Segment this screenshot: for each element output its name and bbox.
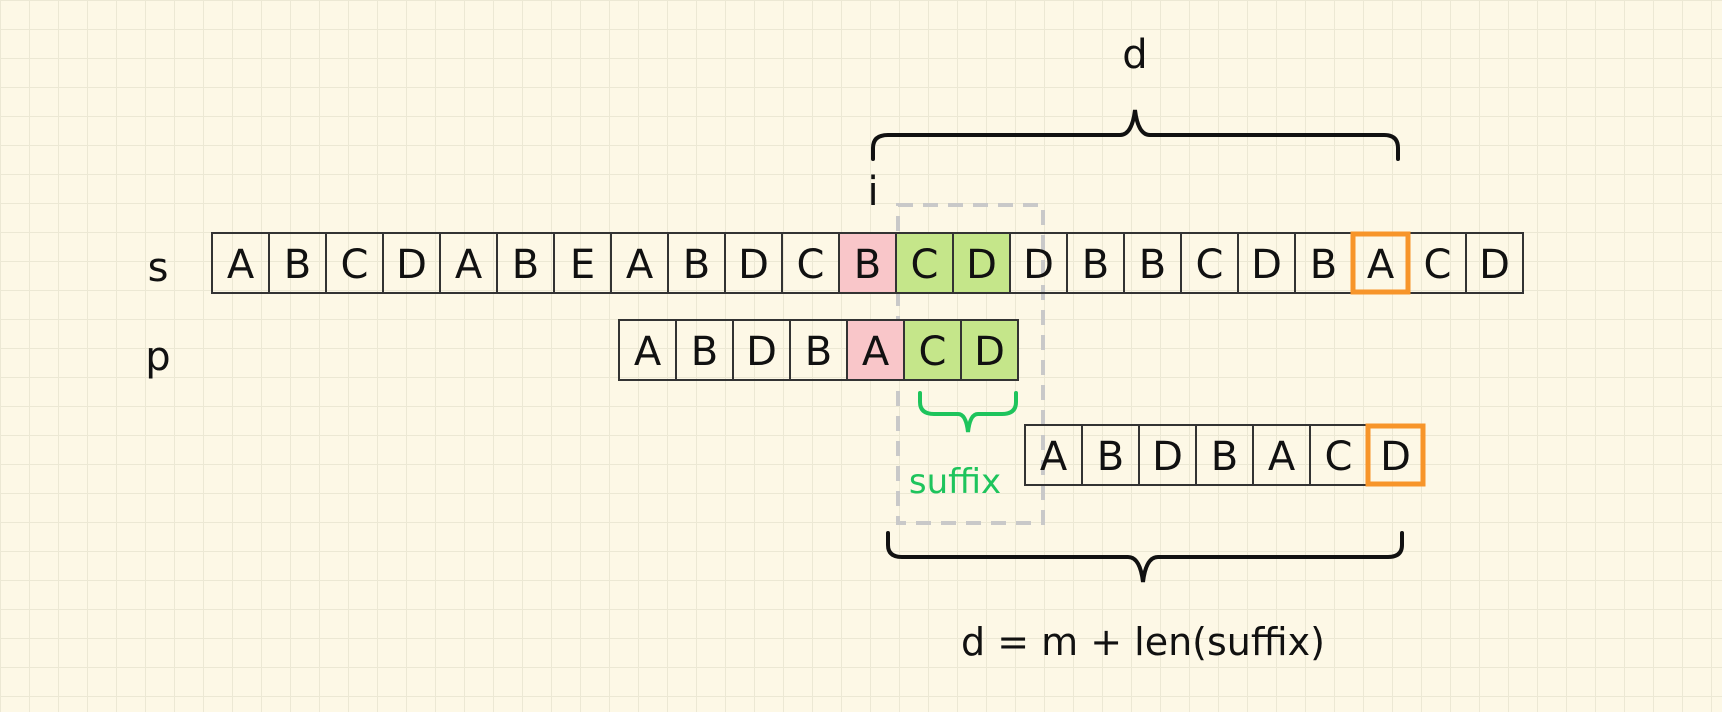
s-cell-box [952,232,1011,294]
s-cell: B [854,242,881,288]
shifted-p-cell: B [1211,434,1238,480]
s-cell: D [1251,242,1282,288]
shifted-p-cell: D [1152,434,1183,480]
p-cell-box [903,319,962,381]
s-cell: C [1424,242,1452,288]
s-cell: C [341,242,369,288]
p-cell: D [746,329,777,375]
p-cell: A [862,329,890,375]
s-cell: A [1367,242,1395,288]
shifted-p-cell: C [1325,434,1353,480]
p-cell: D [974,329,1005,375]
bottom-brace [886,531,1404,583]
s-cell: B [1082,242,1109,288]
s-cell: A [455,242,483,288]
s-cell-highlight [1350,231,1411,295]
s-cell: E [570,242,595,288]
distance-d-label-top: d [1122,32,1147,78]
top-brace [871,109,1400,161]
s-cell: D [1479,242,1510,288]
s-cell: D [738,242,769,288]
s-cell: B [284,242,311,288]
s-cell: B [683,242,710,288]
s-cell: A [626,242,654,288]
p-row-label: p [145,334,170,380]
shifted-p-cell: A [1268,434,1296,480]
index-i-label: i [867,169,878,215]
p-cell: B [805,329,832,375]
s-cell-box [1465,232,1524,294]
s-cell: A [227,242,255,288]
suffix-brace [918,391,1018,433]
s-cell: C [1196,242,1224,288]
p-cell: C [919,329,947,375]
p-cell-box [960,319,1019,381]
shifted-p-cell: A [1040,434,1068,480]
s-cell: B [512,242,539,288]
s-cell: C [911,242,939,288]
s-row-label: s [148,245,169,291]
shifted-p-cell: B [1097,434,1124,480]
s-cell: D [396,242,427,288]
shift-formula: d = m + len(suffix) [961,620,1325,664]
shifted-p-cell-highlight [1365,423,1426,487]
s-cell-box [838,232,897,294]
s-cell: D [1023,242,1054,288]
s-cell: C [797,242,825,288]
s-cell: B [1310,242,1337,288]
p-cell: B [691,329,718,375]
suffix-dashed-box [896,203,1045,525]
shifted-p-cell: D [1380,434,1411,480]
p-cell: A [634,329,662,375]
suffix-label: suffix [909,462,1001,502]
s-cell: D [966,242,997,288]
s-cell: B [1139,242,1166,288]
